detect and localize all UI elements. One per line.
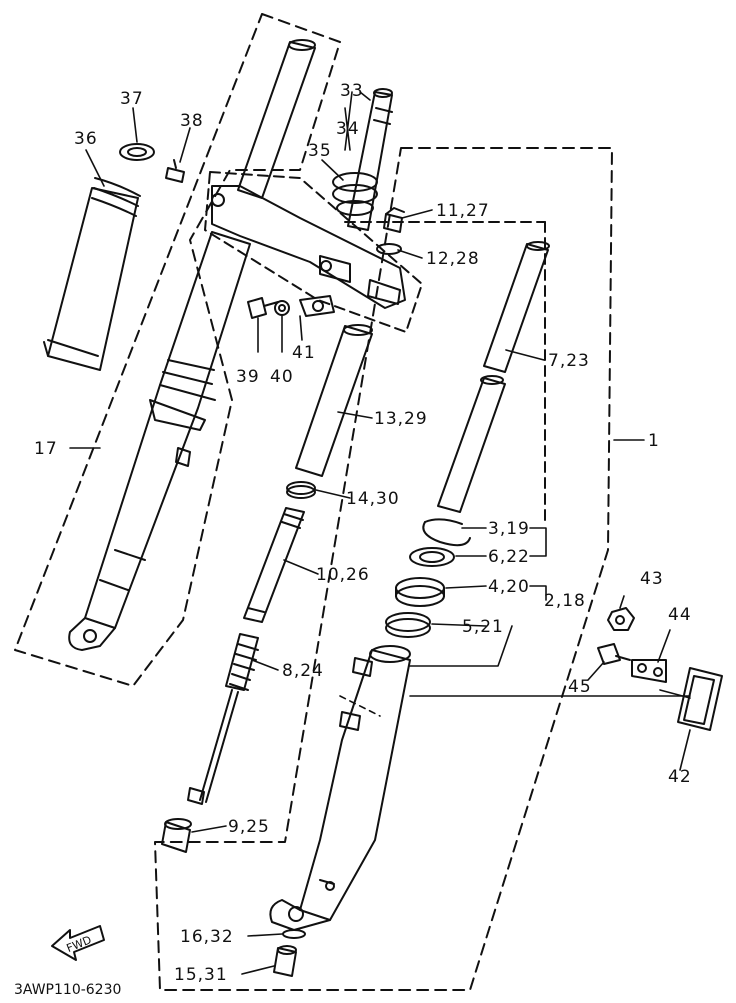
callout-6-22: 6,22 [488, 547, 530, 567]
callout-9-25: 9,25 [228, 817, 270, 837]
callout-11-27: 11,27 [436, 201, 490, 221]
callout-40: 40 [270, 367, 294, 387]
gasket-16 [282, 929, 306, 939]
reflector-42 [677, 667, 723, 731]
callout-36: 36 [74, 129, 98, 149]
callout-13-29: 13,29 [374, 409, 428, 429]
clip-3 [422, 518, 471, 547]
callout-41: 41 [292, 343, 316, 363]
callout-7-23: 7,23 [548, 351, 590, 371]
o-ring-12 [376, 243, 402, 255]
fork-spring-13 [295, 324, 373, 477]
nut-43 [607, 607, 635, 631]
cap-bolt-11 [383, 207, 405, 233]
callout-42: 42 [668, 767, 692, 787]
bracket-44 [631, 659, 667, 683]
callout-15-31: 15,31 [174, 965, 228, 985]
callout-35: 35 [308, 141, 332, 161]
callout-8-24: 8,24 [282, 661, 324, 681]
inner-tube-7 [437, 241, 550, 513]
rebound-spring-8 [187, 633, 259, 805]
bearing-race-35 [332, 172, 378, 216]
callout-17: 17 [34, 439, 58, 459]
callout-16-32: 16,32 [180, 927, 234, 947]
under-bracket-outline [204, 171, 423, 333]
callout-37: 37 [120, 89, 144, 109]
bolt-15 [273, 945, 297, 977]
damper-rod-10 [243, 507, 305, 623]
fwd-label: FWD [65, 933, 94, 955]
left-fork-outer-tube [68, 231, 251, 651]
callout-1: 1 [648, 431, 660, 451]
bolt-39-40-41 [247, 295, 335, 319]
callout-labels: 1 2,18 3,19 4,20 5,21 6,22 7,23 8,24 9,2… [34, 81, 692, 985]
callout-10-26: 10,26 [316, 565, 370, 585]
steering-stem [347, 88, 393, 231]
callout-33: 33 [340, 81, 364, 101]
washer-6 [409, 547, 455, 567]
callout-14-30: 14,30 [346, 489, 400, 509]
callout-34: 34 [336, 119, 360, 139]
right-fork-assembly-outline [154, 147, 613, 991]
callout-3-19: 3,19 [488, 519, 530, 539]
callout-5-21: 5,21 [462, 617, 504, 637]
fwd-arrow-icon [51, 925, 105, 961]
callout-12-28: 12,28 [426, 249, 480, 269]
callout-4-20: 4,20 [488, 577, 530, 597]
bolt-38 [165, 159, 185, 183]
callout-39: 39 [236, 367, 260, 387]
callout-43: 43 [640, 569, 664, 589]
bolt-45 [597, 643, 631, 665]
under-bracket [211, 185, 406, 309]
diagram-code: 3AWP110-6230 [14, 982, 121, 998]
left-fork-assembly-outline [14, 13, 341, 687]
left-fork-boot [43, 177, 141, 371]
leader-lines [69, 91, 691, 975]
bushing-5 [385, 612, 431, 638]
right-outer-tube [269, 645, 411, 931]
oil-seal-4 [395, 577, 445, 607]
inner-parts-outline [344, 221, 546, 526]
oil-seal-37 [119, 143, 155, 161]
callout-2-18: 2,18 [544, 591, 586, 611]
callout-44: 44 [668, 605, 692, 625]
callout-45: 45 [568, 677, 592, 697]
spring-seat-14 [286, 481, 316, 499]
callout-38: 38 [180, 111, 204, 131]
oil-lock-piece-9 [161, 818, 192, 853]
